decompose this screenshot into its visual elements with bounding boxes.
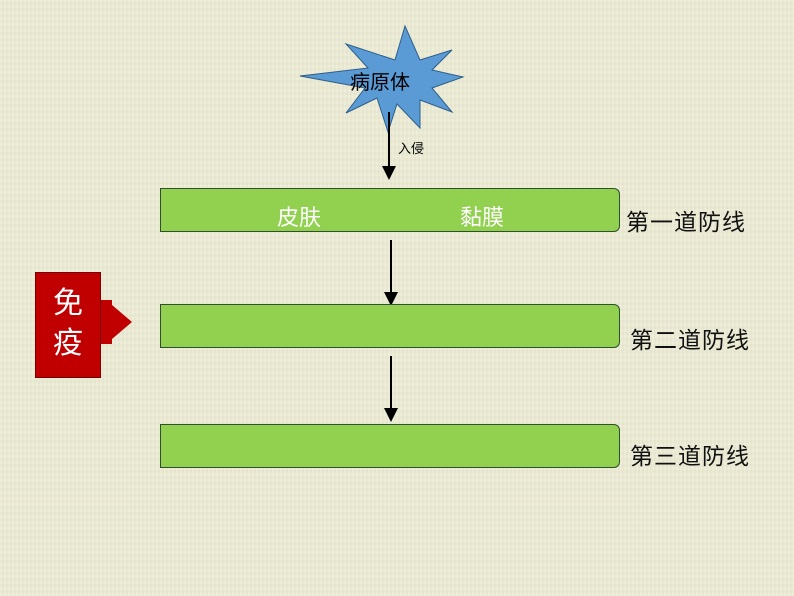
arrow-line1-to-line2-head [384,292,398,306]
third-line-label: 第三道防线 [630,444,750,470]
invade-label: 入侵 [398,142,425,157]
immune-label-char-2: 疫 [53,326,83,361]
skin-label: 皮肤 [277,206,322,231]
mucosa-label: 黏膜 [460,206,505,231]
second-line-label: 第二道防线 [630,328,750,354]
immune-label-char-1: 免 [53,286,83,321]
third-line-box [160,424,620,468]
immune-arrow-head [100,300,132,344]
arrow-line2-to-line3-head [384,408,398,422]
pathogen-label: 病原体 [350,70,410,94]
invade-arrow-head [382,166,396,180]
first-line-box [160,188,620,232]
first-line-label: 第一道防线 [626,210,746,236]
second-line-box [160,304,620,348]
immune-label: 免 疫 [35,284,101,364]
immune-box [35,272,101,378]
pathogen-burst-shape [299,24,465,134]
